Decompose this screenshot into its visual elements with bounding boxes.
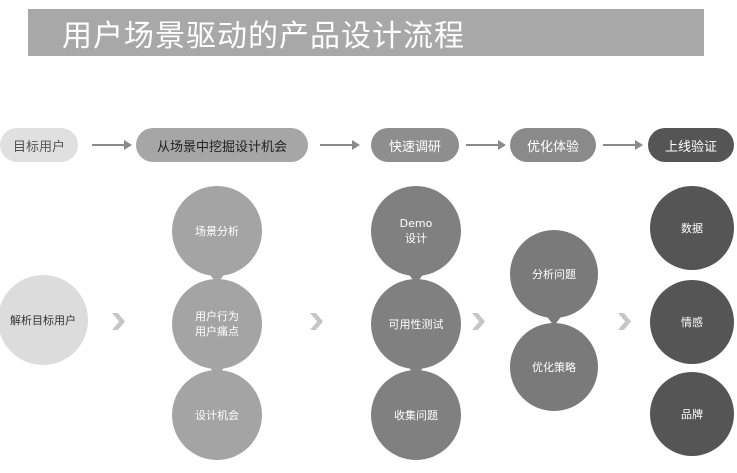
node-collect-issues: 收集问题 [371,370,461,460]
step-quick-research: 快速调研 [371,128,459,162]
step-label: 优化体验 [526,139,579,155]
title-banner: 用户场景驱动的产品设计流程 [28,9,704,56]
step-label: 快速调研 [388,139,441,155]
step-launch-verify: 上线验证 [648,128,734,162]
step-find-opportunity: 从场景中挖掘设计机会 [136,128,308,162]
node-analyze-issues: 分析问题 [510,230,598,318]
node-user-behavior: 用户行为 用户痛点 [172,279,262,369]
step-optimize-experience: 优化体验 [510,128,596,162]
node-emotion: 情感 [650,280,734,364]
node-brand: 品牌 [650,372,734,456]
node-optimize-strategy: 优化策略 [510,323,598,411]
chevron-right-icon [618,313,631,330]
chevron-right-icon [472,313,485,330]
chevron-right-icon [310,313,323,330]
step-label: 从场景中挖掘设计机会 [156,139,287,155]
arrow-right [603,140,643,150]
step-label: 目标用户 [12,139,65,155]
node-usability-test: 可用性测试 [371,279,461,369]
node-design-opportunity: 设计机会 [172,370,262,460]
step-label: 上线验证 [664,139,717,155]
arrow-right [466,140,506,150]
step-target-user: 目标用户 [0,128,78,162]
node-scene-analysis: 场景分析 [172,186,262,276]
chevron-right-icon [112,313,125,330]
arrow-right [320,140,360,150]
node-demo-design: Demo 设计 [371,186,461,276]
node-data: 数据 [650,186,734,270]
page-title: 用户场景驱动的产品设计流程 [62,18,465,54]
node-parse-user: 解析目标用户 [0,275,88,365]
arrow-right [92,140,132,150]
